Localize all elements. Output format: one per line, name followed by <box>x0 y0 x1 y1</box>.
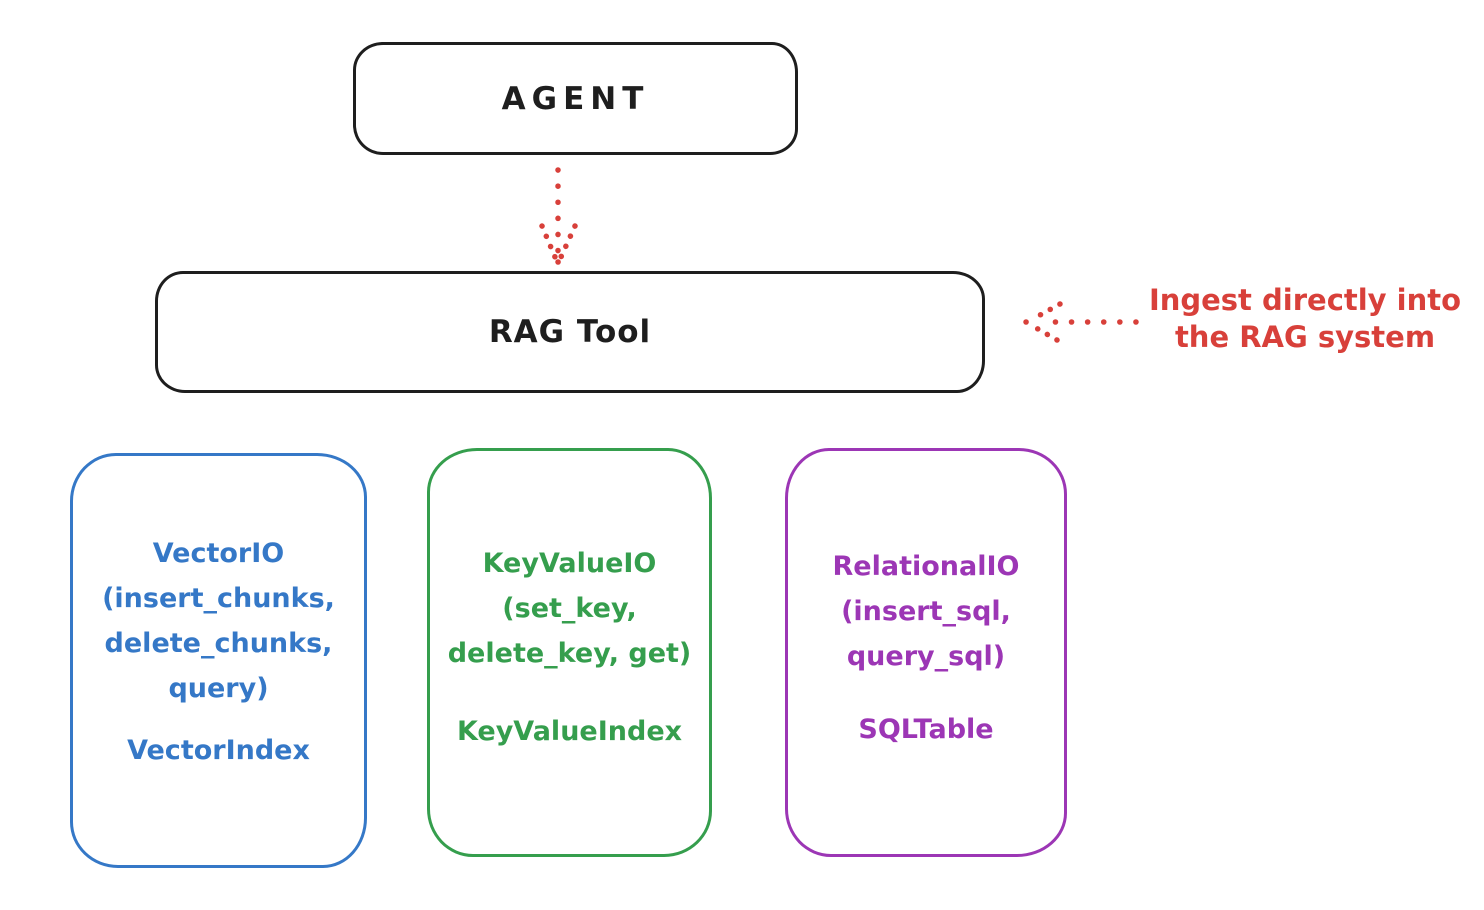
keyvalue-io-box: KeyValueIO (set_key, delete_key, get) Ke… <box>427 448 712 857</box>
rag-tool-label: RAG Tool <box>488 314 652 350</box>
agent-box: AGENT <box>353 42 798 155</box>
agent-label: AGENT <box>501 80 650 117</box>
relational-io-methods: RelationalIO (insert_sql, query_sql) <box>832 551 1020 672</box>
vector-io-methods: VectorIO (insert_chunks, delete_chunks, … <box>102 538 335 704</box>
vector-index-label: VectorIndex <box>127 735 310 766</box>
vector-io-box: VectorIO (insert_chunks, delete_chunks, … <box>70 453 367 868</box>
sql-table-label: SQLTable <box>858 714 994 745</box>
dotted-arrow-agent-to-rag-icon <box>539 167 578 265</box>
ingest-annotation-text: Ingest directly into the RAG system <box>1148 283 1462 354</box>
relational-io-box: RelationalIO (insert_sql, query_sql) SQL… <box>785 448 1067 857</box>
rag-tool-box: RAG Tool <box>155 271 985 393</box>
dotted-arrow-ingest-icon <box>1023 301 1139 343</box>
keyvalue-index-label: KeyValueIndex <box>456 716 683 747</box>
keyvalue-io-methods: KeyValueIO (set_key, delete_key, get) <box>447 548 692 669</box>
